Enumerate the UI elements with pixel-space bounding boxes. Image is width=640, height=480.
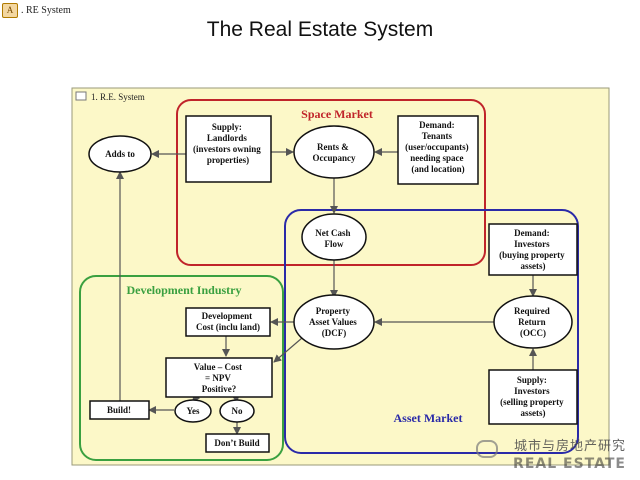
adds-to-text: Adds to	[105, 149, 135, 159]
corner-tab: A . RE System	[2, 2, 71, 18]
frame-label: 1. R.E. System	[91, 92, 145, 102]
property-values-line-2: Asset Values	[309, 317, 357, 327]
net-cash-flow-ellipse	[301, 213, 367, 261]
property-values-text: Property Asset Values (DCF)	[309, 306, 359, 338]
supply-investors-line-1: Supply:	[517, 375, 547, 385]
rents-occupancy-line-2: Occupancy	[312, 153, 356, 163]
property-values-line-3: (DCF)	[322, 328, 347, 338]
dev-cost-box	[185, 307, 271, 337]
supply-investors-line-2: Investors	[514, 386, 550, 396]
dont-build-box	[205, 433, 270, 453]
value-cost-line-1: Value – Cost	[194, 362, 242, 372]
value-cost-box	[165, 357, 273, 398]
watermark-cn: 城市与房地产研究	[513, 439, 626, 454]
demand-tenants-line-4: needing space	[410, 153, 463, 163]
rents-occupancy-line-1: Rents &	[317, 142, 349, 152]
ellipse-nodes	[88, 125, 573, 423]
supply-landlords-box	[185, 115, 272, 183]
space-market-region	[176, 99, 486, 266]
asset-market-region	[284, 209, 579, 454]
adds-to-ellipse	[88, 135, 152, 173]
supply-investors-text: Supply: Investors (selling property asse…	[500, 375, 566, 418]
demand-investors-line-1: Demand:	[514, 228, 550, 238]
supply-landlords-line-1: Supply:	[212, 122, 242, 132]
development-industry-label: Development Industry	[126, 283, 241, 297]
value-cost-line-3: Positive?	[202, 384, 237, 394]
rents-occupancy-ellipse	[293, 125, 375, 179]
demand-tenants-line-1: Demand:	[419, 120, 455, 130]
net-cash-flow-line-1: Net Cash	[315, 228, 350, 238]
value-cost-text: Value – Cost = NPV Positive?	[194, 362, 244, 394]
net-cash-flow-text: Net Cash Flow	[315, 228, 353, 249]
build-text: Build!	[107, 405, 131, 415]
no-text: No	[232, 406, 243, 416]
demand-tenants-text: Demand: Tenants (user/occupants) needing…	[405, 120, 471, 174]
supply-landlords-line-2: Landlords	[207, 133, 248, 143]
yes-ellipse	[174, 399, 212, 423]
dev-cost-line-2: Cost (inclu land)	[196, 322, 260, 332]
demand-investors-line-2: Investors	[514, 239, 550, 249]
demand-investors-line-4: assets)	[521, 261, 546, 271]
frame-icon	[75, 91, 87, 101]
demand-tenants-line-3: (user/occupants)	[405, 142, 469, 152]
demand-investors-line-3: (buying property	[499, 250, 565, 260]
supply-investors-box	[488, 369, 578, 425]
dev-cost-line-1: Development	[202, 311, 253, 321]
demand-investors-text: Demand: Investors (buying property asset…	[499, 228, 567, 271]
space-market-label: Space Market	[301, 107, 373, 121]
corner-tab-label: . RE System	[21, 4, 71, 16]
demand-tenants-line-5: (and location)	[411, 164, 464, 174]
supply-investors-line-4: assets)	[521, 408, 546, 418]
net-cash-flow-line-2: Flow	[325, 239, 344, 249]
required-return-line-3: (OCC)	[520, 328, 546, 338]
demand-tenants-box	[397, 115, 479, 185]
diagram-arrows	[116, 148, 537, 435]
wechat-icon	[476, 440, 498, 458]
arrow-values-to-npv	[273, 337, 303, 363]
rents-occupancy-text: Rents & Occupancy	[312, 142, 356, 163]
required-return-line-1: Required	[514, 306, 550, 316]
no-ellipse	[219, 399, 255, 423]
watermark: 城市与房地产研究 REAL ESTATE	[476, 436, 634, 476]
demand-tenants-line-2: Tenants	[422, 131, 453, 141]
no-line: No	[232, 406, 243, 416]
required-return-text: Required Return (OCC)	[514, 306, 552, 338]
dont-build-line: Don’t Build	[214, 438, 259, 448]
required-return-ellipse	[493, 295, 573, 349]
supply-landlords-line-4: properties)	[207, 155, 249, 165]
box-nodes	[89, 115, 578, 453]
yes-text: Yes	[187, 406, 200, 416]
build-line: Build!	[107, 405, 131, 415]
build-box	[89, 400, 150, 420]
slide-title: The Real Estate System	[206, 18, 434, 41]
property-values-line-1: Property	[316, 306, 351, 316]
adds-to-line: Adds to	[105, 149, 135, 159]
required-return-line-2: Return	[518, 317, 546, 327]
dev-cost-text: Development Cost (inclu land)	[196, 311, 260, 332]
supply-investors-line-3: (selling property	[500, 397, 564, 407]
asset-market-label: Asset Market	[394, 411, 463, 425]
supply-landlords-text: Supply: Landlords (investors owning prop…	[193, 122, 263, 165]
property-values-ellipse	[293, 294, 375, 350]
watermark-en: REAL ESTATE	[513, 456, 626, 472]
demand-investors-box	[488, 223, 578, 276]
yes-line: Yes	[187, 406, 200, 416]
dont-build-text: Don’t Build	[214, 438, 259, 448]
corner-tab-icon: A	[2, 2, 18, 18]
supply-landlords-line-3: (investors owning	[193, 144, 261, 154]
development-industry-region	[79, 275, 284, 461]
value-cost-line-2: = NPV	[205, 373, 231, 383]
